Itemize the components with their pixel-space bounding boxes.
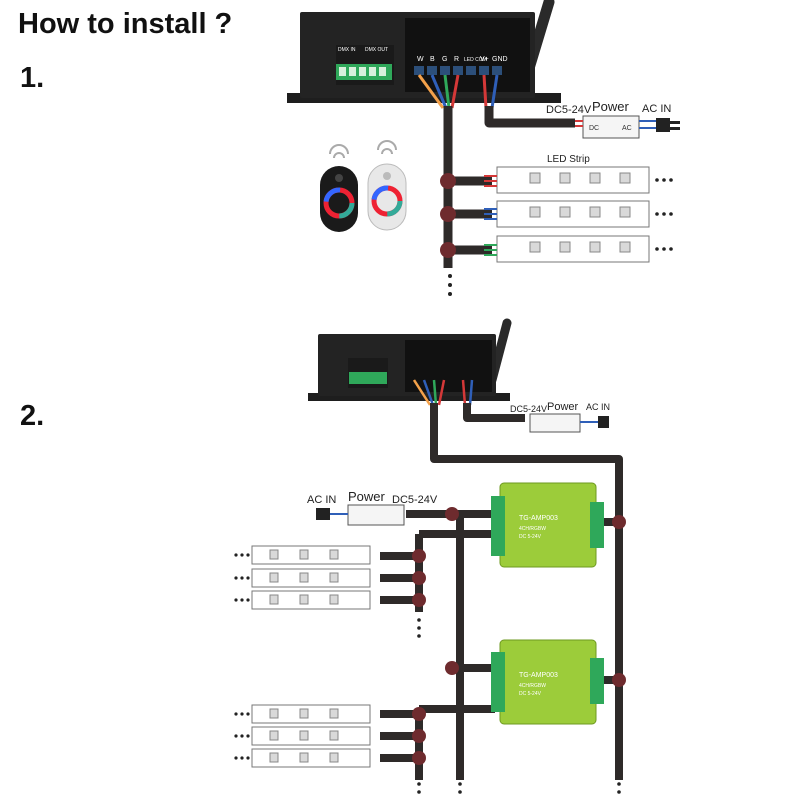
amplifier-1: TG-AMP003 4CH/RGBW DC 5-24V bbox=[491, 482, 604, 568]
power-label: Power bbox=[592, 99, 630, 114]
junction-node bbox=[412, 729, 426, 743]
led-strip bbox=[251, 590, 371, 610]
junction-node bbox=[440, 206, 456, 222]
led-strip bbox=[251, 726, 371, 746]
junction-node bbox=[440, 173, 456, 189]
ac-plug-icon bbox=[316, 508, 330, 520]
amp2-model: TG-AMP003 bbox=[519, 672, 558, 679]
led-strip bbox=[251, 568, 371, 588]
dmx-out-label: DMX OUT bbox=[365, 47, 388, 53]
led-strip bbox=[251, 704, 371, 724]
junction-node bbox=[412, 571, 426, 585]
terminal-g-label: G bbox=[442, 56, 447, 63]
power3-dc-label: DC5-24V bbox=[392, 494, 438, 506]
power2-ac-label: AC IN bbox=[586, 402, 610, 412]
amp1-sub: 4CH/RGBW bbox=[519, 526, 546, 532]
terminal-w-label: W bbox=[417, 56, 424, 63]
power3-ac-label: AC IN bbox=[307, 494, 336, 506]
power2-label: Power bbox=[547, 401, 579, 413]
power-dc-label: DC5-24V bbox=[546, 104, 592, 116]
power-ac-terminal: AC bbox=[622, 125, 632, 132]
power-supply-3 bbox=[347, 504, 405, 526]
junction-node bbox=[412, 751, 426, 765]
junction-node bbox=[445, 507, 459, 521]
terminal-ledcom-label: LED COM bbox=[464, 57, 487, 63]
ac-plug-icon bbox=[598, 416, 609, 428]
led-strip bbox=[251, 545, 371, 565]
ac-plug-icon bbox=[656, 118, 670, 132]
amp1-model: TG-AMP003 bbox=[519, 515, 558, 522]
terminal-gnd-label: GND bbox=[492, 56, 508, 63]
junction-node bbox=[412, 593, 426, 607]
amp2-sub: 4CH/RGBW bbox=[519, 683, 546, 689]
terminal-b-label: B bbox=[430, 56, 435, 63]
remote-white-icon bbox=[367, 140, 407, 231]
page-title: How to install ? bbox=[18, 8, 233, 40]
power3-label: Power bbox=[348, 489, 386, 504]
power-supply-2 bbox=[529, 413, 581, 433]
junction-node bbox=[612, 673, 626, 687]
junction-node bbox=[412, 549, 426, 563]
power-ac-label: AC IN bbox=[642, 103, 671, 115]
step-2-label: 2. bbox=[20, 400, 45, 432]
remote-black-icon bbox=[320, 144, 358, 232]
amplifier-2: TG-AMP003 4CH/RGBW DC 5-24V bbox=[491, 639, 604, 725]
terminal-vplus-label: V+ bbox=[480, 56, 489, 63]
junction-node bbox=[445, 661, 459, 675]
power-dc-terminal: DC bbox=[589, 125, 599, 132]
amp1-spec: DC 5-24V bbox=[519, 534, 542, 540]
power2-dc-label: DC5-24V bbox=[510, 404, 547, 414]
junction-node bbox=[612, 515, 626, 529]
led-strip bbox=[484, 235, 650, 263]
terminal-r-label: R bbox=[454, 56, 459, 63]
step-1-label: 1. bbox=[20, 62, 45, 94]
dmx-in-label: DMX IN bbox=[338, 47, 356, 53]
led-strip-label: LED Strip bbox=[547, 154, 590, 165]
led-strip bbox=[251, 748, 371, 768]
junction-node bbox=[412, 707, 426, 721]
junction-node bbox=[440, 242, 456, 258]
amp2-spec: DC 5-24V bbox=[519, 691, 542, 697]
